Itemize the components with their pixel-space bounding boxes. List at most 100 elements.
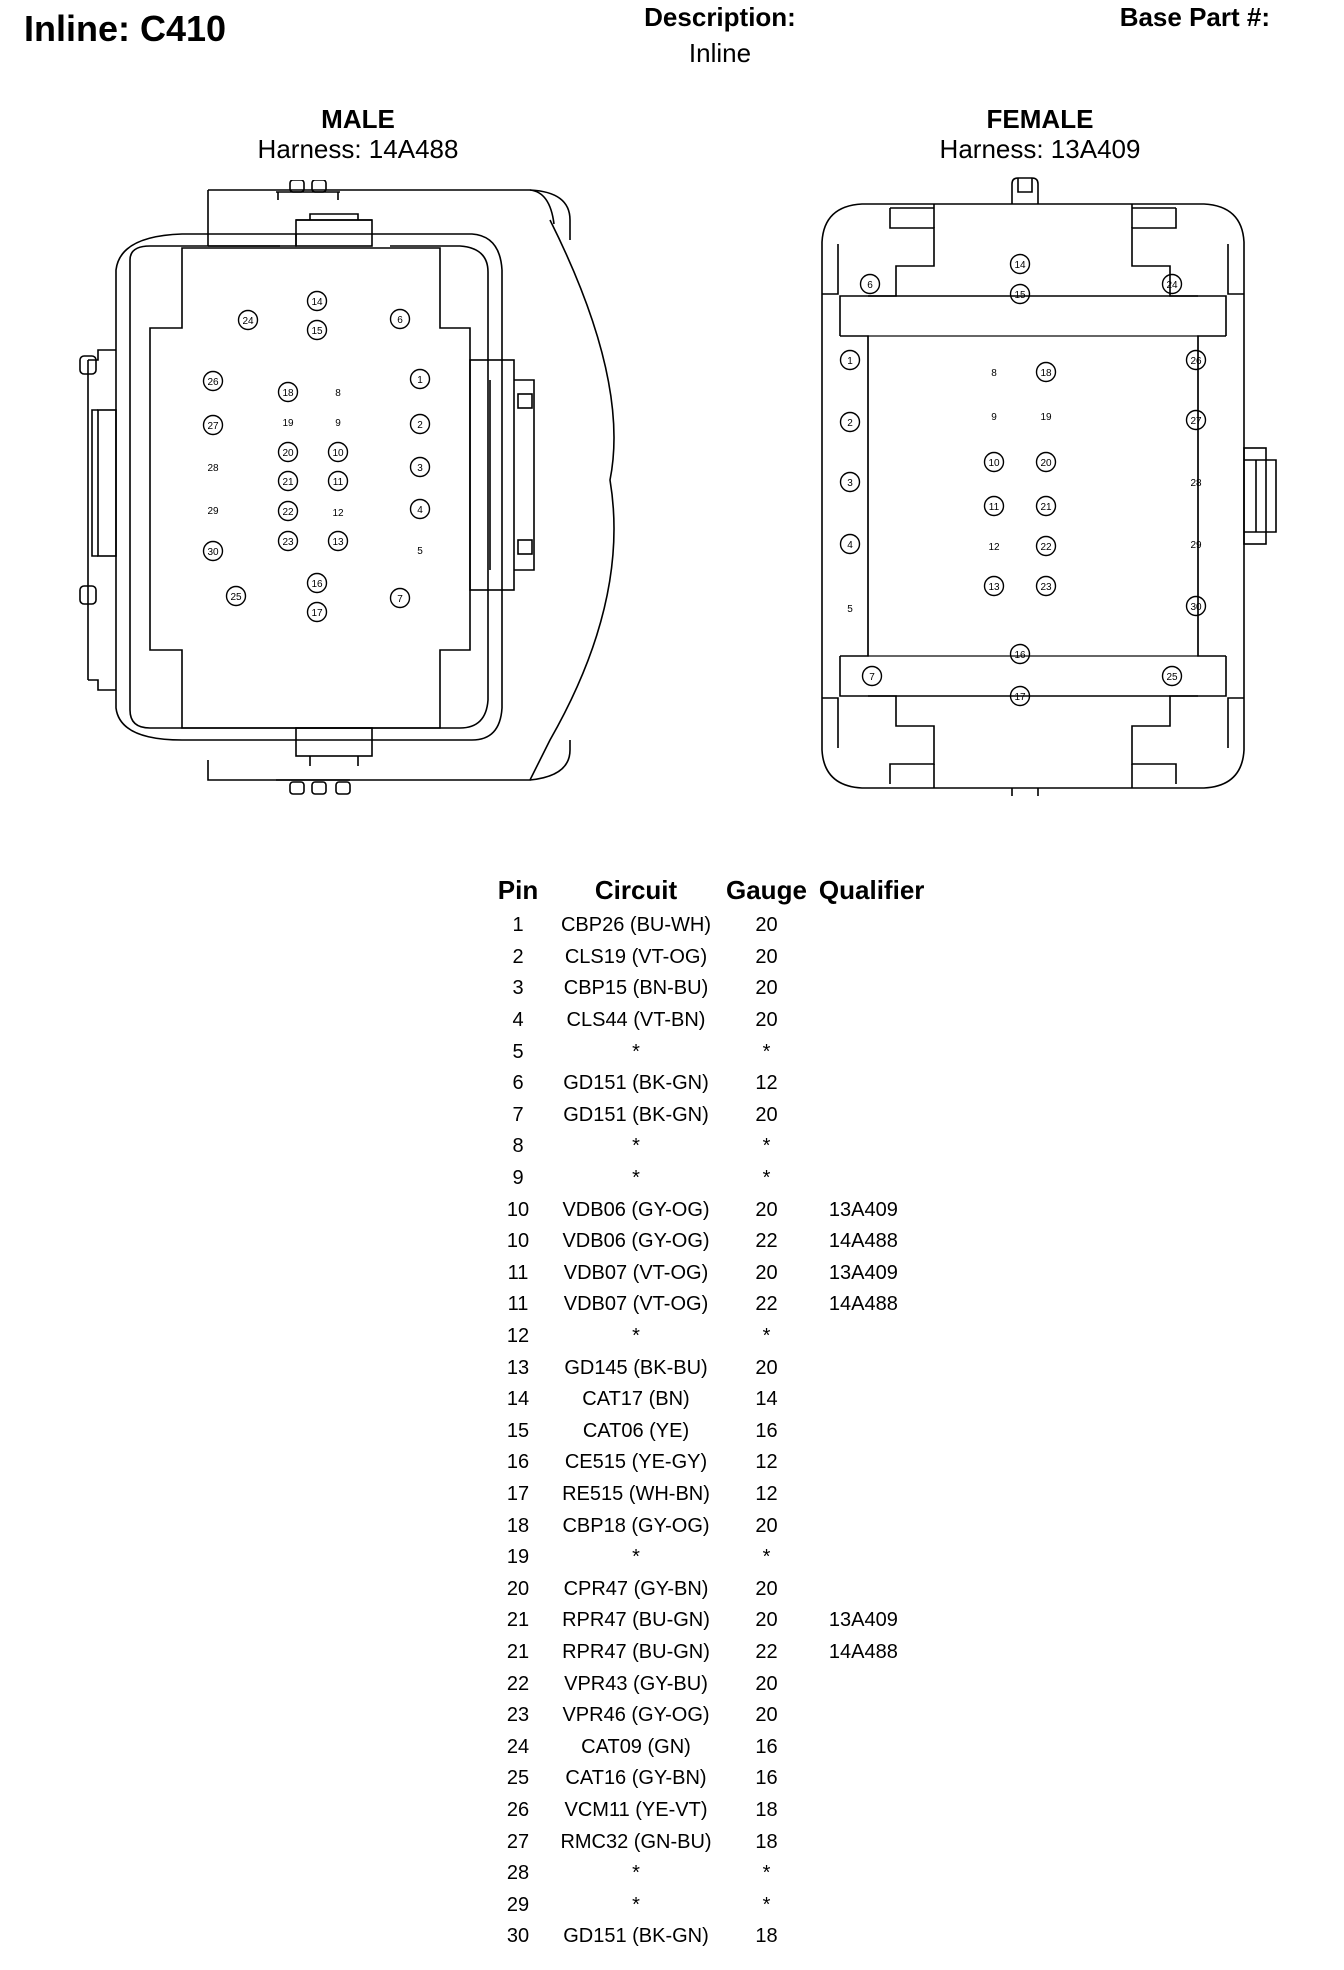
svg-text:12: 12 [988, 542, 1000, 553]
svg-text:27: 27 [207, 421, 219, 432]
gauge-cell: * [762, 1040, 771, 1063]
svg-text:20: 20 [1040, 458, 1052, 469]
qualifier-cell: 14A488 [828, 1640, 898, 1663]
circuit-cell: GD151 (BK-GN) [563, 1925, 709, 1948]
circuit-cell: CAT06 (YE) [582, 1419, 690, 1442]
svg-text:5: 5 [847, 604, 853, 615]
qualifier-cell [807, 1573, 939, 1605]
pin-cell: 26 [506, 1798, 530, 1821]
circuit-cell: * [632, 1546, 640, 1569]
circuit-cell: CAT16 (GY-BN) [565, 1767, 707, 1790]
svg-text:15: 15 [1014, 290, 1026, 301]
pin-cell: 6 [512, 1072, 524, 1095]
qualifier-cell [807, 1668, 939, 1700]
pin-cell: 3 [512, 977, 524, 1000]
pin-cell: 22 [506, 1672, 530, 1695]
circuit-cell: VDB06 (GY-OG) [562, 1198, 710, 1221]
gauge-cell: 20 [755, 914, 778, 937]
svg-text:13: 13 [988, 582, 1000, 593]
circuit-cell: VCM11 (YE-VT) [564, 1798, 708, 1821]
svg-text:7: 7 [869, 672, 875, 683]
circuit-cell: CBP18 (GY-OG) [562, 1514, 710, 1537]
qualifier-cell [807, 1447, 939, 1479]
circuit-cell: * [632, 1325, 640, 1348]
qualifier-cell [807, 910, 939, 942]
gauge-cell: 20 [755, 1103, 778, 1126]
gauge-cell: 16 [755, 1735, 778, 1758]
table-row: 19** [490, 1542, 939, 1574]
qualifier-cell [807, 1068, 939, 1100]
pin-cell: 2 [512, 945, 524, 968]
svg-text:26: 26 [207, 377, 219, 388]
pin-cell: 13 [506, 1356, 530, 1379]
svg-text:3: 3 [847, 478, 853, 489]
svg-text:19: 19 [1040, 412, 1052, 423]
pin-cell: 24 [506, 1735, 530, 1758]
svg-text:13: 13 [332, 537, 344, 548]
svg-text:10: 10 [332, 448, 344, 459]
gauge-cell: * [762, 1862, 771, 1885]
gauge-cell: 18 [755, 1798, 778, 1821]
table-row: 5 * * [490, 1036, 939, 1068]
gauge-cell: * [762, 1135, 771, 1158]
svg-text:24: 24 [1166, 280, 1178, 291]
circuit-cell: CAT17 (BN) [582, 1388, 690, 1411]
svg-text:18: 18 [282, 388, 294, 399]
svg-text:19: 19 [282, 418, 294, 429]
svg-text:14: 14 [311, 297, 323, 308]
pin-cell: 11 [507, 1261, 529, 1284]
circuit-cell: CLS19 (VT-OG) [564, 945, 708, 968]
circuit-cell: VPR43 (GY-BU) [564, 1672, 708, 1695]
gauge-cell: * [762, 1325, 771, 1348]
svg-text:9: 9 [335, 418, 341, 429]
female-pin-circles [839, 253, 1207, 707]
svg-text:8: 8 [335, 388, 341, 399]
gauge-cell: 12 [755, 1451, 778, 1474]
circuit-cell: CBP15 (BN-BU) [563, 977, 709, 1000]
gauge-cell: 20 [755, 1356, 778, 1379]
pin-cell: 23 [506, 1704, 530, 1727]
svg-text:6: 6 [397, 315, 403, 326]
qualifier-cell: 14A488 [828, 1230, 898, 1253]
gauge-cell: 12 [755, 1072, 778, 1095]
gauge-cell: 16 [755, 1419, 778, 1442]
qualifier-cell [807, 1352, 939, 1384]
table-row: 3 CBP15 (BN-BU) 20 [490, 973, 939, 1005]
pin-cell: 5 [512, 1040, 524, 1063]
gauge-cell: 20 [755, 1672, 778, 1695]
gauge-cell: 20 [755, 1261, 778, 1284]
circuit-cell: CE515 (YE-GY) [564, 1451, 708, 1474]
circuit-cell: * [632, 1893, 640, 1916]
female-harness-label: Harness: 13A409 [939, 134, 1141, 164]
qualifier-cell [807, 1763, 939, 1795]
gauge-cell: * [762, 1167, 771, 1190]
gauge-cell: 20 [755, 977, 778, 1000]
pin-cell: 18 [506, 1514, 530, 1537]
gauge-cell: 20 [755, 1609, 778, 1632]
pin-cell: 21 [506, 1640, 530, 1663]
male-pin-circles [202, 290, 431, 623]
circuit-cell: * [632, 1040, 640, 1063]
svg-text:9: 9 [991, 412, 997, 423]
qualifier-cell [807, 1321, 939, 1353]
svg-text:28: 28 [1190, 478, 1202, 489]
circuit-cell: CLS44 (VT-BN) [566, 1009, 706, 1032]
circuit-cell: * [632, 1135, 640, 1158]
qualifier-cell [807, 1826, 939, 1858]
circuit-cell: VPR46 (GY-OG) [562, 1704, 710, 1727]
qualifier-cell [807, 1100, 939, 1132]
table-header-row: Pin Circuit Gauge Qualifier [490, 870, 939, 910]
qualifier-cell [807, 1795, 939, 1827]
qualifier-cell [807, 1542, 939, 1574]
